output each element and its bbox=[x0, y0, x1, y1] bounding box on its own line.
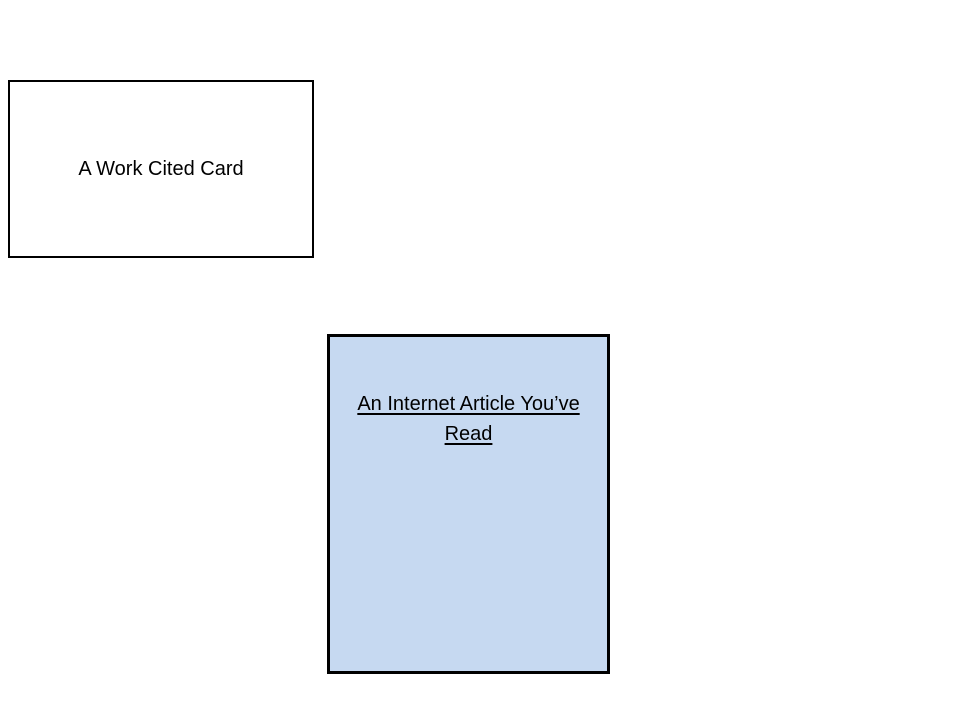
work-cited-card-label: A Work Cited Card bbox=[78, 157, 244, 180]
internet-article-card-label: An Internet Article You’ve Read bbox=[357, 393, 580, 445]
internet-article-card: An Internet Article You’ve Read bbox=[327, 334, 610, 674]
work-cited-card: A Work Cited Card bbox=[8, 80, 314, 258]
